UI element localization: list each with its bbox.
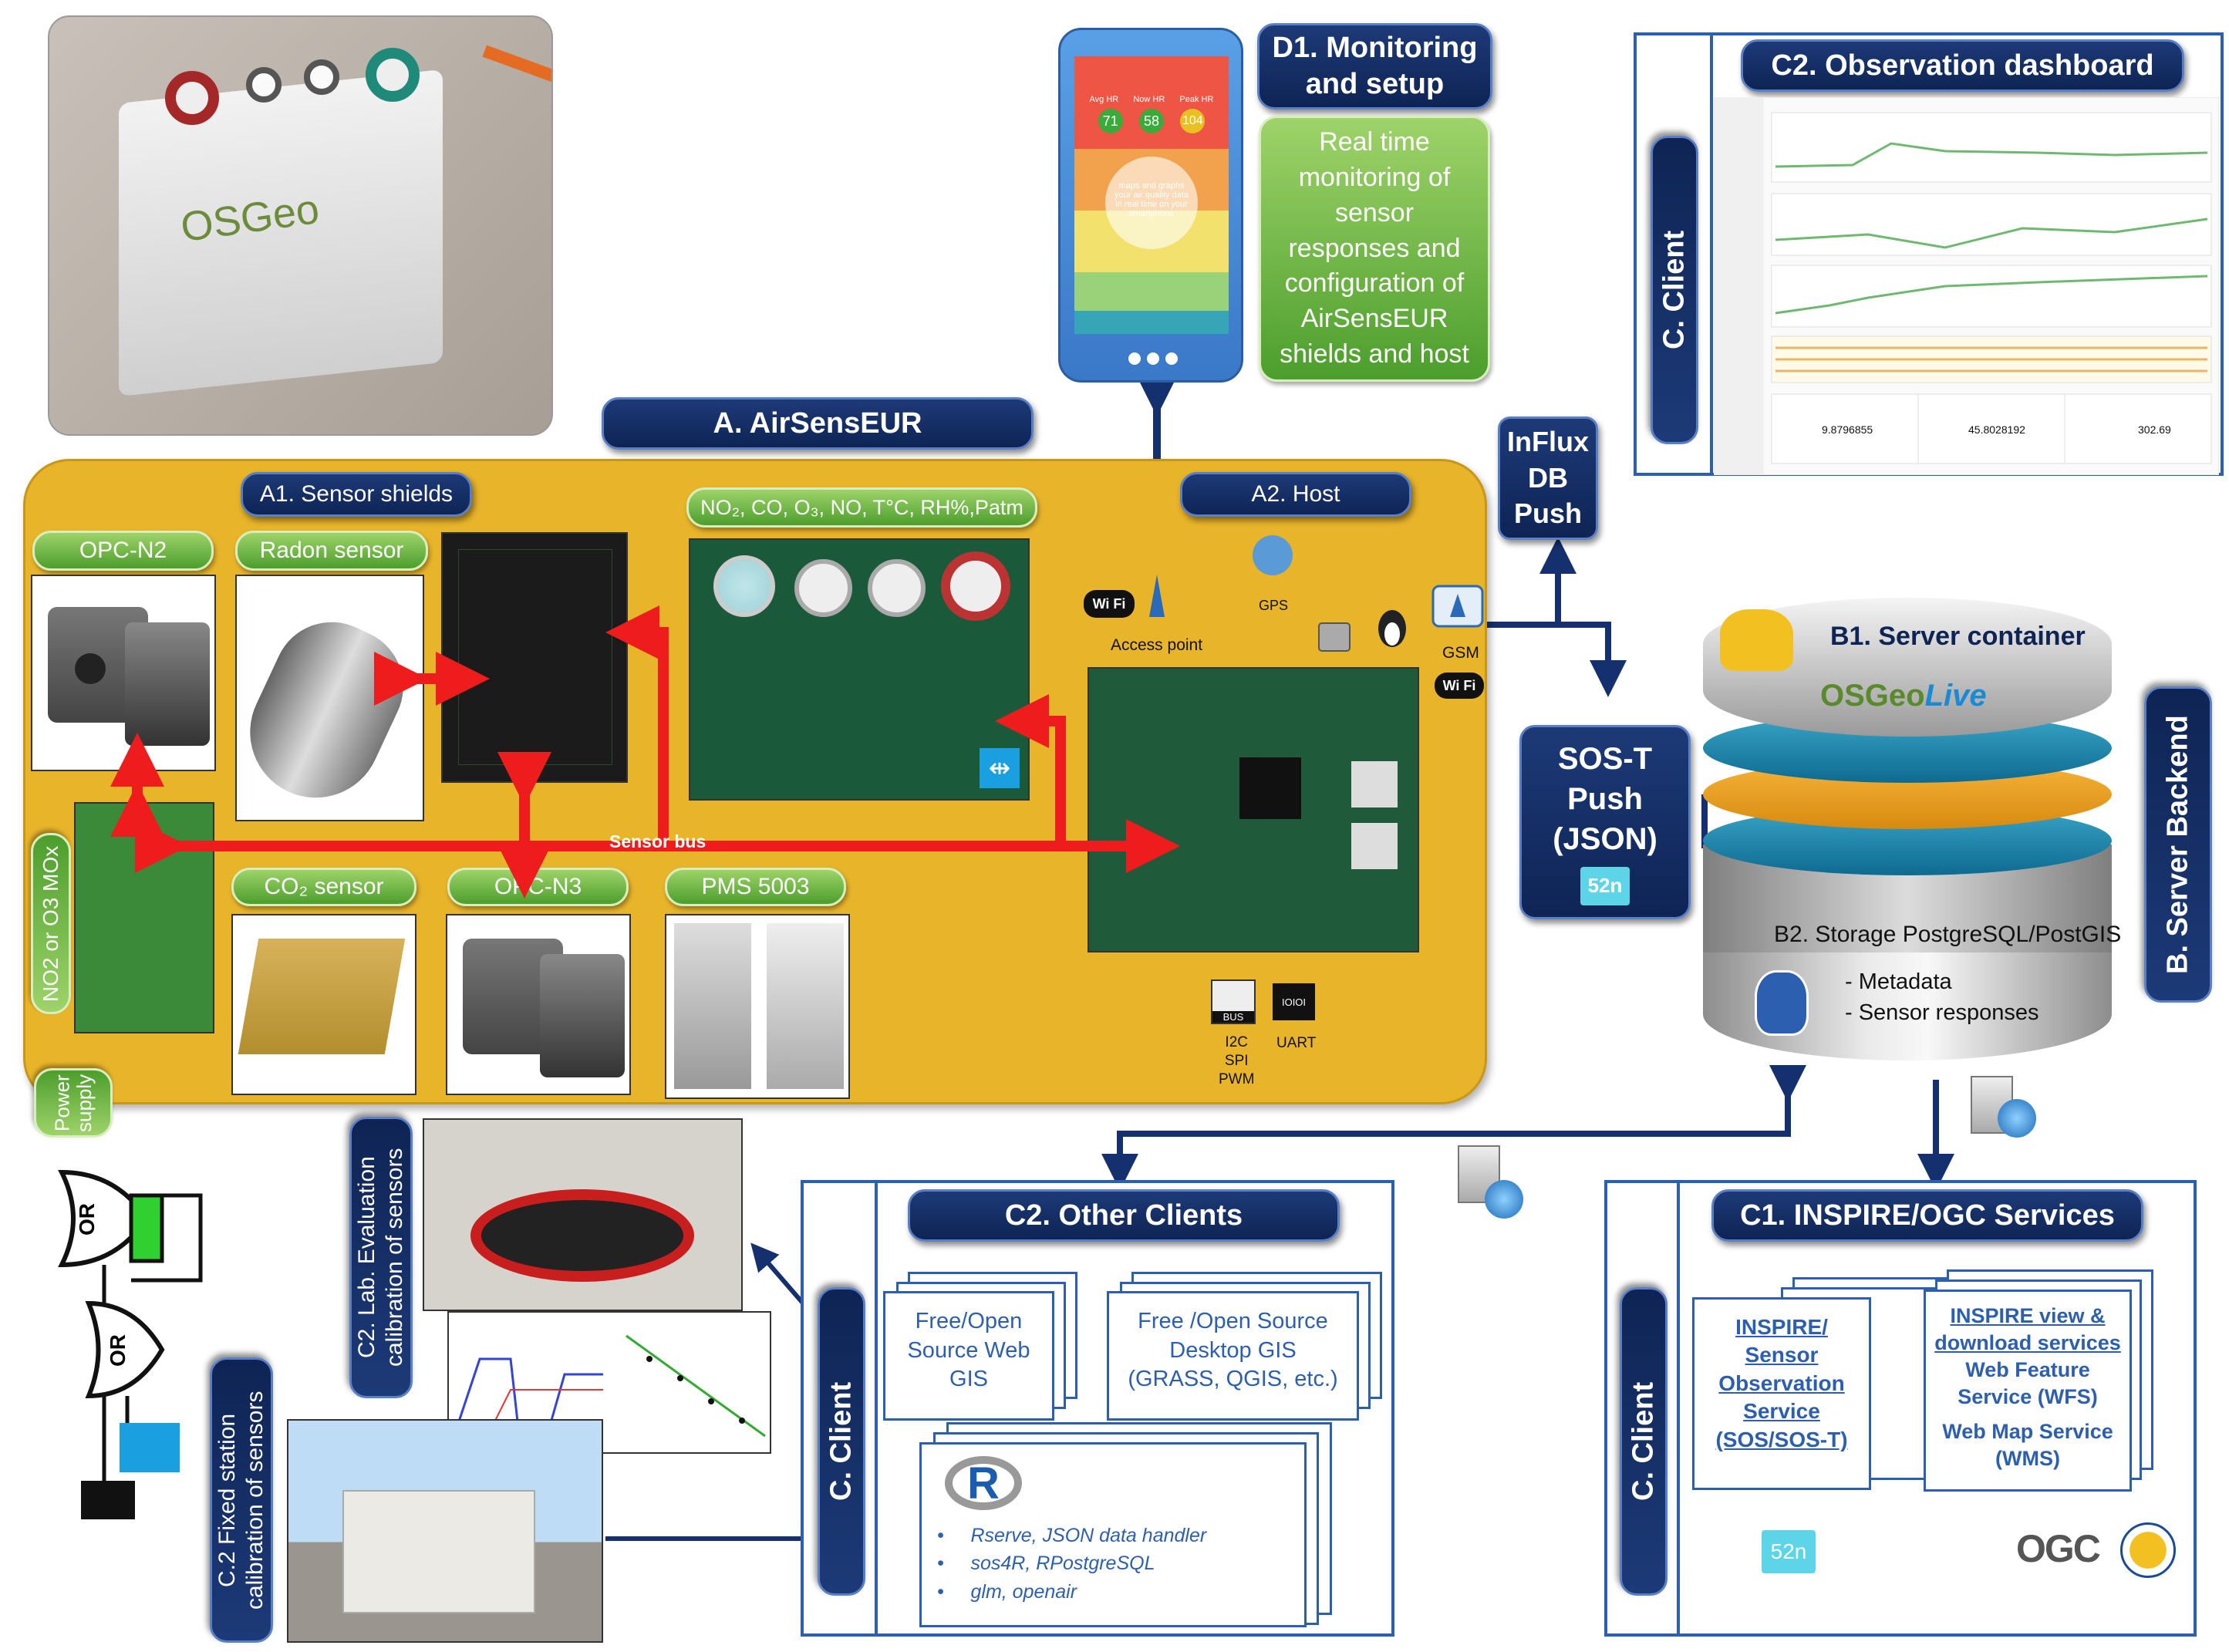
uart-label: UART (1276, 1035, 1317, 1051)
airsenseur-title: A. AirSensEUR (602, 397, 1034, 450)
avg-value-badge: 71 (1098, 109, 1123, 133)
globe-icon-1 (1998, 1099, 2036, 1138)
co2-photo (231, 914, 416, 1095)
dashboard-value-1: 9.8796855 (1822, 423, 1873, 436)
r-doc: R • Rserve, JSON data handler • sos4R, R… (919, 1442, 1307, 1627)
web-gis-doc: Free/Open Source Web GIS (883, 1291, 1054, 1421)
server-cylinder (1703, 598, 2112, 1076)
r-logo: R (945, 1456, 1022, 1510)
sos-t-push-box: SOS-T Push (JSON) 52n (1519, 725, 1691, 919)
i2c-bus-text: BUS (1212, 1011, 1254, 1023)
gsm-tower-icon (1450, 594, 1465, 617)
power-plug-icon (81, 1481, 135, 1519)
osgeo-live-logo: OSGeoLive (1820, 679, 1987, 713)
other-clients-frame: C. Client C2. Other Clients Free/Open So… (801, 1180, 1394, 1637)
fixed-station-label: C.2 Fixed station calibration of sensors (210, 1357, 273, 1643)
power-supply-label: Power supply (34, 1068, 113, 1138)
lab-chamber-photo (423, 1118, 743, 1311)
avg-label: Avg HR (1089, 95, 1119, 104)
inspire-title: C1. INSPIRE/OGC Services (1711, 1189, 2143, 1242)
i2c-label: I2C SPI PWM (1219, 1034, 1255, 1087)
desktop-gis-doc: Free /Open Source Desktop GIS (GRASS, QG… (1107, 1291, 1359, 1421)
d1-description: Real time monitoring of sensor responses… (1259, 116, 1490, 382)
inspire-seal-icon (2120, 1522, 2176, 1578)
now-value-badge: 58 (1138, 109, 1164, 133)
dashboard-title: C2. Observation dashboard (1741, 39, 2184, 92)
r-item: • Rserve, JSON data handler (937, 1525, 1207, 1546)
a2-label: A2. Host (1180, 472, 1411, 517)
phone-screen: Avg HR Now HR Peak HR 71 58 104 maps and… (1074, 56, 1229, 334)
or-gate-1 (58, 1169, 150, 1268)
sos-doc: INSPIRE/ Sensor Observation Service (SOS… (1692, 1297, 1871, 1490)
wfs-text: Web Feature Service (WFS) (1958, 1358, 2098, 1409)
usb-power-icon (120, 1423, 180, 1472)
sos-t-label: SOS-T Push (JSON) (1553, 742, 1657, 856)
smartphone: Avg HR Now HR Peak HR 71 58 104 maps and… (1058, 28, 1243, 383)
or-gate-2 (85, 1300, 165, 1399)
b2-label: B2. Storage PostgreSQL/PostGIS (1774, 922, 2122, 947)
host-board-photo (1088, 667, 1419, 952)
lab-eval-label: C2. Lab. Evaluation calibration of senso… (349, 1117, 413, 1398)
radon-label: Radon sensor (235, 531, 428, 571)
r-item: • sos4R, RPostgreSQL (937, 1553, 1155, 1575)
access-point-label: Access point (1111, 636, 1203, 654)
influx-push-box: InFlux DB Push (1498, 416, 1598, 540)
gsm-label: GSM (1442, 644, 1479, 662)
osgeo-live-text: OSGeo (1820, 679, 1925, 713)
dashboard-value-3: 302.69 (2138, 423, 2171, 436)
opc-n2-label: OPC-N2 (32, 531, 214, 571)
server-backend-label: B. Server Backend (2144, 686, 2212, 1003)
airsenseur-device-photo: OSGeo (48, 15, 553, 436)
b1-label: B1. Server container (1830, 622, 2086, 651)
gps-label: GPS (1259, 598, 1289, 613)
wifi-badge-ap: Wi Fi (1084, 590, 1135, 618)
logo-52n: 52n (1580, 867, 1630, 905)
dashboard-frame: C. Client C2. Observation dashboard 9.87… (1634, 32, 2224, 476)
peak-label: Peak HR (1179, 95, 1214, 104)
other-clients-title: C2. Other Clients (908, 1189, 1340, 1242)
d1-title: D1. Monitoring and setup (1257, 23, 1492, 110)
tomcat-icon (1720, 609, 1793, 671)
sensor-can-icon (1318, 622, 1351, 652)
gas-board-photo: ⇹ (689, 538, 1030, 801)
now-label: Now HR (1133, 95, 1165, 104)
gases-label: NO₂, CO, O₃, NO, T°C, RH%,Patm (686, 487, 1037, 528)
ogc-logo: OGC (2016, 1527, 2101, 1570)
b2-item-metadata: - Metadata (1845, 969, 1952, 994)
peak-value-badge: 104 (1180, 109, 1206, 133)
wifi-badge-gsm: Wi Fi (1435, 673, 1484, 699)
fixed-station-photo (287, 1419, 603, 1643)
r-item: • glm, openair (937, 1580, 1077, 1603)
gps-dish-icon (1253, 535, 1293, 575)
or-gate-1-label: OR (75, 1203, 99, 1236)
opc-n3-photo (446, 914, 631, 1095)
sensor-bus-label: Sensor bus (609, 831, 706, 851)
postgres-elephant-icon (1755, 970, 1809, 1036)
pms-photo (665, 914, 850, 1099)
a1-label: A1. Sensor shields (241, 472, 472, 517)
wms-text: Web Map Service (WMS) (1942, 1420, 2113, 1471)
wfs-wms-doc: INSPIRE view & download services Web Fea… (1924, 1290, 2132, 1492)
globe-icon-2 (1485, 1180, 1523, 1219)
other-clients-client-label: C. Client (818, 1287, 865, 1596)
dashboard-mini-charts (1714, 97, 2219, 475)
uart-chip: IOIOI (1273, 983, 1315, 1020)
sos-doc-text: INSPIRE/ Sensor Observation Service (SOS… (1715, 1315, 1848, 1451)
inspire-logo-52n: 52n (1762, 1530, 1816, 1573)
dashboard-value-2: 45.8028192 (1968, 423, 2025, 436)
antenna-icon (1149, 575, 1165, 617)
inspire-view-download: INSPIRE view & download services (1934, 1304, 2121, 1355)
inspire-client-label: C. Client (1620, 1287, 1668, 1596)
osgeo-live-suffix: Live (1924, 679, 1987, 713)
phone-caption: maps and graphs your air quality data in… (1114, 181, 1189, 218)
usb-icon: ⇹ (980, 748, 1020, 788)
or-gate-2-label: OR (106, 1334, 130, 1367)
i2c-chip: BUS (1211, 979, 1256, 1024)
inspire-frame: C. Client C1. INSPIRE/OGC Services INSPI… (1604, 1180, 2197, 1637)
battery-icon (129, 1193, 164, 1263)
b2-item-sensor-responses: - Sensor responses (1845, 1000, 2039, 1025)
